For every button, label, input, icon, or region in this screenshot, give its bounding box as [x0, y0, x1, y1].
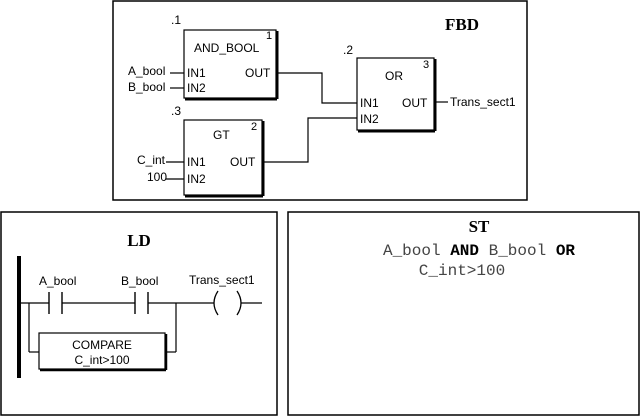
st-line-2: C_int>100 — [419, 262, 505, 280]
gt-number: 2 — [251, 121, 257, 133]
st-line-1: A_bool AND B_bool OR — [383, 242, 575, 260]
or-number: 3 — [423, 59, 429, 71]
st-keyword-and: AND — [450, 242, 479, 260]
or-name: OR — [385, 69, 403, 83]
gt-var-c-int: C_int — [137, 153, 166, 167]
gt-out: OUT — [230, 155, 256, 169]
or-block: .2 OR 3 IN1 IN2 OUT Trans_sect1 — [343, 43, 516, 133]
and-var-a-bool: A_bool — [128, 64, 165, 78]
gt-var-100: 100 — [147, 170, 167, 184]
and-bool-name: AND_BOOL — [194, 41, 260, 55]
or-out: OUT — [402, 96, 428, 110]
gt-in1: IN1 — [187, 155, 206, 169]
or-in1: IN1 — [360, 96, 379, 110]
wire-gt-to-or — [262, 117, 357, 163]
st-frame — [287, 211, 640, 416]
ld-contact-a-label: A_bool — [39, 274, 76, 288]
gt-index: .3 — [171, 104, 181, 118]
and-var-b-bool: B_bool — [128, 80, 165, 94]
st-operand-a: A_bool — [383, 242, 450, 260]
st-keyword-or: OR — [556, 242, 576, 260]
ld-frame — [0, 211, 278, 416]
and-bool-in1: IN1 — [187, 66, 206, 80]
wire-and-to-or — [276, 72, 357, 104]
ld-title: LD — [127, 231, 151, 250]
and-bool-block: .1 AND_BOOL 1 IN1 IN2 OUT A_bool B_bool — [128, 13, 279, 101]
or-box — [356, 57, 435, 131]
gt-name: GT — [213, 128, 230, 142]
compare-title: COMPARE — [72, 338, 132, 352]
and-bool-number: 1 — [266, 30, 272, 42]
compare-expression: C_int>100 — [74, 353, 129, 367]
st-operand-b: B_bool — [479, 242, 556, 260]
and-bool-out: OUT — [245, 66, 271, 80]
or-index: .2 — [343, 43, 353, 57]
or-in2: IN2 — [360, 112, 379, 126]
and-bool-in2: IN2 — [187, 81, 206, 95]
st-title: ST — [469, 217, 490, 236]
st-panel: ST A_bool AND B_bool OR C_int>100 — [287, 211, 640, 416]
fbd-frame — [112, 0, 528, 201]
or-output-var: Trans_sect1 — [450, 95, 516, 109]
compare-box — [38, 332, 166, 370]
coil-right-arc — [236, 290, 242, 316]
ld-contact-b-label: B_bool — [121, 274, 158, 288]
gt-in2: IN2 — [187, 172, 206, 186]
coil-left-arc — [213, 290, 219, 316]
ld-panel: LD A_bool B_bool Trans_sect1 COMPARE C_i… — [0, 211, 278, 416]
gt-block: .3 GT 2 IN1 IN2 OUT C_int 100 — [137, 104, 265, 198]
and-bool-index: .1 — [171, 13, 181, 27]
fbd-panel: FBD .1 AND_BOOL 1 IN1 IN2 OUT A_bool B_b… — [112, 0, 528, 201]
ld-coil-label: Trans_sect1 — [189, 273, 255, 287]
fbd-title: FBD — [445, 15, 479, 34]
